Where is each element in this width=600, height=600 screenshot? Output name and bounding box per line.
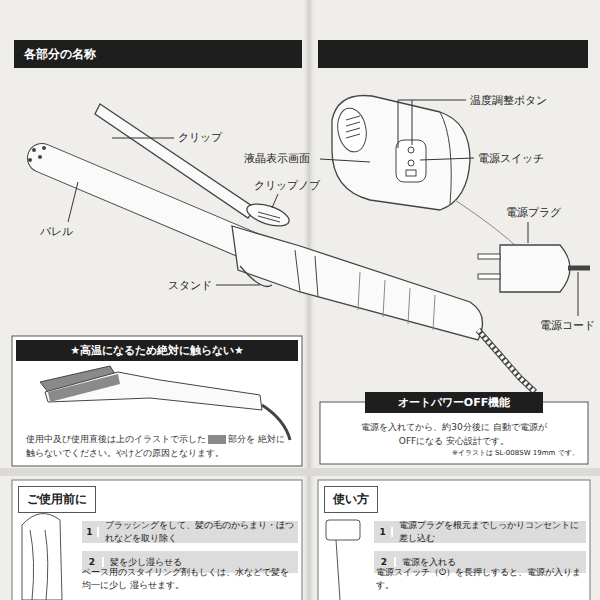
part-label: 電源コード (540, 318, 595, 333)
step-row: 1 ブラッシングをして、髪の毛のからまり・ほつれなどを取り除く (82, 521, 298, 543)
part-label: ※イラストは SL-008SW 19mm です。 (452, 448, 579, 458)
section-panel: ご使用前に 1 ブラッシングをして、髪の毛のからまり・ほつれなどを取り除く 2 髪を少し… (12, 480, 302, 573)
feature-body: 電源を入れてから、約30分後に 自動で電源がOFFになる 安心設計です。 (360, 421, 548, 448)
step-number: 2 (374, 557, 396, 567)
warning-body: 使用中及び使用直後は上のイラストで示した部分を 絶対に触らないでください。やけど… (26, 433, 288, 460)
step-text: 電源を入れる (402, 556, 456, 569)
hot-swatch (208, 435, 226, 444)
part-label: バレル (40, 224, 73, 239)
part-label: ベース用のスタイリング剤もしくは、水などで髪を均一に少し 湿らせます。 (82, 566, 296, 591)
step-number: 2 (82, 557, 104, 567)
page-title: 各部分の名称 (24, 46, 96, 63)
warning-heading: ★高温になるため絶対に触らない★ (16, 340, 298, 361)
part-label: 温度調整ボタン (470, 93, 547, 108)
step-number: 1 (374, 527, 393, 537)
step-number: 1 (82, 527, 99, 537)
feature-heading: オートパワーOFF機能 (365, 392, 543, 413)
section-heading: ご使用前に (18, 486, 96, 513)
part-label: 液晶表示画面 (244, 151, 310, 166)
part-label: クリップノブ (254, 178, 320, 193)
section-heading: 使い方 (324, 486, 378, 513)
part-label: 電源プラグ (506, 205, 561, 220)
part-label: 電源スイッチ（⏻）を長押しすると、電源が入ります。 (376, 566, 584, 591)
step-text: 髪を少し湿らせる (110, 556, 182, 569)
section-panel: 使い方 1 電源プラグを根元までしっかりコンセントに差し込む 2 電源を入れる (318, 480, 590, 573)
feature-panel: オートパワーOFF機能電源を入れてから、約30分後に 自動で電源がOFFになる … (320, 392, 588, 456)
step-text: 電源プラグを根元までしっかりコンセントに差し込む (399, 519, 586, 545)
warning-panel: ★高温になるため絶対に触らない★ 使用中及び使用直後は上のイラストで示した部分を … (12, 336, 302, 464)
part-label: スタンド (168, 278, 212, 293)
step-row: 1 電源プラグを根元までしっかりコンセントに差し込む (374, 521, 586, 543)
warning-text: 使用中及び使用直後は上のイラストで示した (26, 434, 206, 444)
part-label: クリップ (178, 130, 222, 145)
part-label: 電源スイッチ (478, 151, 544, 166)
step-text: ブラッシングをして、髪の毛のからまり・ほつれなどを取り除く (105, 519, 298, 545)
